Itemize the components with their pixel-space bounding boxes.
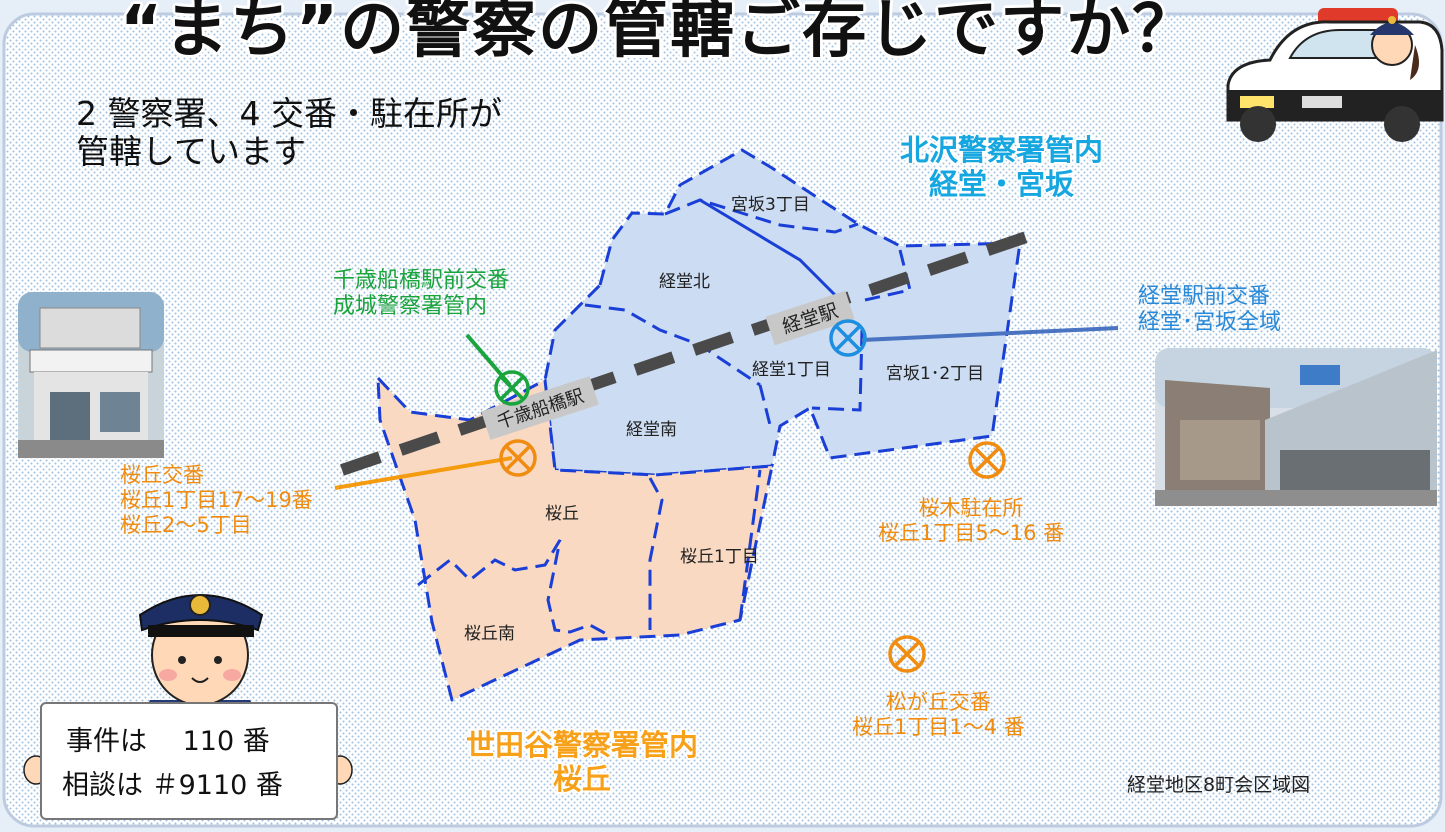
sakuragi-koban-icon: [968, 441, 1006, 479]
setagaya-station-heading: 世田谷警察署管内 桜丘: [466, 728, 698, 796]
sakuragaoka-koban-coverage-2: 桜丘2～5丁目: [120, 513, 252, 538]
kitazawa-station-name: 北沢警察署管内: [900, 133, 1104, 167]
kitazawa-station-areas: 経堂・宮坂: [929, 167, 1075, 201]
kyodo-station-box: [765, 290, 855, 346]
kyodo-koban-coverage: 経堂･宮坂全域: [1138, 310, 1282, 336]
sakuragaoka-koban-name: 桜丘交番: [120, 463, 204, 487]
chitose-koban-name: 千歳船橋駅前交番: [333, 268, 510, 293]
matsugaoka-koban-coverage: 桜丘1丁目1～4 番: [852, 715, 1025, 740]
map-caption: 経堂地区8町会区域図: [1127, 774, 1311, 796]
area-sakuragaoka-minami: 桜丘南: [464, 624, 515, 644]
boundary-miyasaka3: [664, 198, 859, 234]
kitazawa-station-heading: 北沢警察署管内 経堂・宮坂: [900, 133, 1103, 201]
inner-boundaries: [417, 198, 912, 638]
kyodo-koban-icon: [829, 319, 867, 357]
boundary-kyodo-kita-south: [584, 303, 761, 387]
boundary-miyasaka12: [864, 249, 912, 302]
page-title: “まち”の警察の管轄ご存じですか？: [120, 0, 1199, 67]
koban-markers: [494, 319, 1006, 673]
boundary-sakuragaoka-minami: [417, 539, 611, 638]
chitose-koban-label: 千歳船橋駅前交番 成城警察署管内: [333, 268, 509, 321]
area-kyodo-minami: 経堂南: [626, 420, 677, 440]
setagaya-station-name: 世田谷警察署管内: [466, 728, 699, 762]
police-car-icon: [1226, 8, 1444, 142]
sakuragaoka-koban-coverage-1: 桜丘1丁目17～19番: [120, 488, 313, 513]
koban-photo: [18, 292, 164, 458]
area-miyasaka-3: 宮坂3丁目: [731, 195, 810, 215]
boundary-kyodo1-west: [758, 384, 772, 426]
subtitle-line-2: 管轄しています: [76, 132, 307, 171]
sign-line-incident: 事件は 110 番: [66, 726, 270, 757]
sakuragi-koban-coverage: 桜丘1丁目5～16 番: [878, 521, 1065, 546]
kyodo-koban-label: 経堂駅前交番 経堂･宮坂全域: [1138, 284, 1281, 337]
matsugaoka-koban-name: 松が丘交番: [885, 690, 991, 714]
subtitle-line-1: 2 警察署、4 交番・駐在所が: [76, 94, 502, 133]
boundary-sakuragaoka1: [648, 477, 664, 630]
boundary-solid: [699, 198, 842, 302]
sakuragaoka-koban-leader: [334, 456, 513, 490]
sakuragaoka-koban-icon: [499, 439, 537, 477]
kyodo-koban-leader: [861, 326, 1119, 342]
matsugaoka-koban-label: 松が丘交番 桜丘1丁目1～4 番: [852, 690, 1025, 740]
matsugaoka-koban-icon: [888, 635, 926, 673]
area-kyodo-1: 経堂1丁目: [752, 360, 831, 380]
sakuragaoka-koban-label: 桜丘交番 桜丘1丁目17～19番 桜丘2～5丁目: [120, 463, 313, 539]
setagaya-station-areas: 桜丘: [553, 762, 612, 796]
subtitle: 2 警察署、4 交番・駐在所が 管轄しています: [76, 95, 502, 171]
chitose-station-box: [481, 376, 599, 440]
boundary-kyodo1-east: [811, 329, 864, 412]
chitose-koban-icon: [494, 370, 530, 406]
area-sakuragaoka: 桜丘: [545, 504, 579, 524]
sign-line-consult: 相談は ＃9110 番: [62, 770, 283, 801]
sakuragi-koban-label: 桜木駐在所 桜丘1丁目5～16 番: [878, 496, 1064, 546]
boundary-sakuragaoka1-east: [738, 469, 762, 621]
kyodo-koban-name: 経堂駅前交番: [1138, 284, 1271, 309]
area-kyodo-kita: 経堂北: [659, 272, 710, 292]
chitose-koban-jurisdiction: 成城警察署管内: [333, 294, 488, 320]
station-photo: [1155, 348, 1437, 506]
area-miyasaka-1-2: 宮坂1･2丁目: [886, 364, 985, 384]
area-sakuragaoka-1: 桜丘1丁目: [680, 547, 759, 567]
emergency-number-sign: 事件は 110 番 相談は ＃9110 番: [40, 702, 338, 820]
sakuragi-koban-name: 桜木駐在所: [918, 496, 1024, 520]
